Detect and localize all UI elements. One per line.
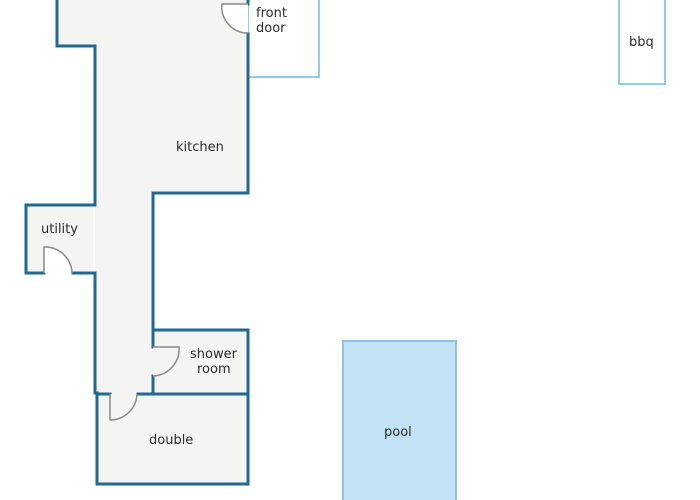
front-door-label-line1: front xyxy=(256,6,287,21)
front-door-area xyxy=(247,0,320,78)
bbq-area xyxy=(618,0,666,85)
kitchen-label: kitchen xyxy=(176,140,224,155)
front-door-swing xyxy=(221,3,249,34)
utility-room xyxy=(26,205,93,273)
shower-room-label-line2: room xyxy=(197,362,231,377)
double-label: double xyxy=(149,433,193,448)
bbq-label: bbq xyxy=(629,35,654,50)
pool-label: pool xyxy=(384,425,412,440)
utility-door-swing xyxy=(43,246,73,274)
shower-room-label-line1: shower xyxy=(190,347,238,362)
shower-door-swing xyxy=(152,346,180,377)
utility-walls xyxy=(24,203,95,275)
double-door-swing xyxy=(109,393,138,421)
utility-label: utility xyxy=(41,222,78,237)
kitchen-right-wall xyxy=(151,0,250,396)
front-door-label-line2: door xyxy=(256,21,286,36)
pool xyxy=(342,340,457,500)
